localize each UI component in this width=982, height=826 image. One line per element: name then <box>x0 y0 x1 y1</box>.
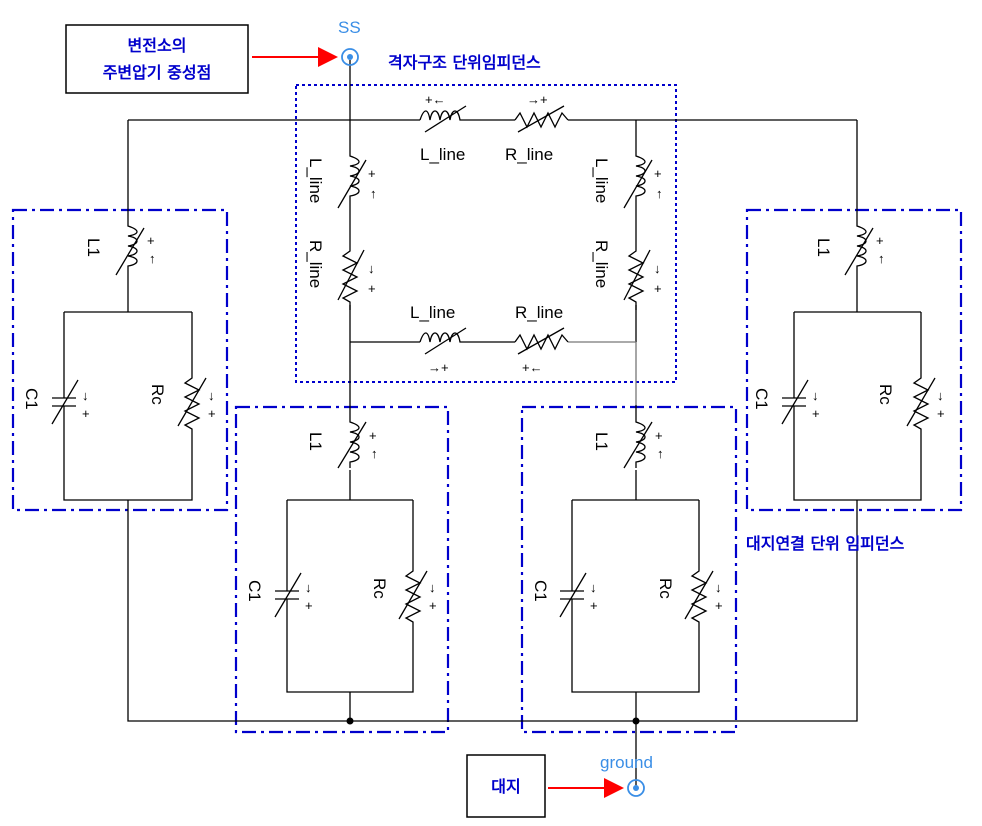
center-left-l1-inductor: + ↑ <box>337 418 378 469</box>
svg-text:↑: ↑ <box>371 446 378 461</box>
earth-label-box <box>466 754 546 818</box>
svg-text:+: + <box>208 406 216 421</box>
grid-bottom-resistor-label: R_line <box>515 303 563 322</box>
grid-top-resistor: →+ <box>514 92 569 133</box>
right-c1-label: C1 <box>752 388 771 410</box>
svg-text:↑: ↑ <box>149 251 156 266</box>
svg-text:+: + <box>82 406 90 421</box>
center-right-rc-label: Rc <box>656 578 675 599</box>
right-l1-label: L1 <box>814 238 833 257</box>
center-right-l1-label: L1 <box>592 432 611 451</box>
center-left-rc-resistor: ↓ + <box>398 565 437 625</box>
earth-unit-box-left <box>11 208 229 512</box>
svg-text:→+: →+ <box>527 92 548 107</box>
svg-text:+←: +← <box>522 360 543 375</box>
substation-label-box <box>65 24 249 94</box>
grid-impedance-title: 격자구조 단위임피던스 <box>388 53 541 72</box>
ground-node[interactable] <box>627 779 645 797</box>
grid-bottom-inductor-label: L_line <box>410 303 455 322</box>
center-left-c1-capacitor: ↓ + <box>274 565 313 625</box>
svg-text:+: + <box>812 406 820 421</box>
right-rc-resistor: ↓ + <box>906 372 945 432</box>
grid-top-inductor: +← <box>419 92 470 133</box>
svg-text:+: + <box>876 233 884 248</box>
earth-unit-box-center-right <box>520 405 738 734</box>
ground-node-label: ground <box>600 753 653 772</box>
svg-text:+: + <box>369 428 377 443</box>
center-right-l1-inductor: + ↑ <box>623 418 664 469</box>
grid-top-resistor-label: R_line <box>505 145 553 164</box>
left-c1-capacitor: ↓ + <box>51 372 90 432</box>
svg-text:+: + <box>715 598 723 613</box>
right-l1-inductor: + ↑ <box>844 222 885 278</box>
grid-impedance-box <box>295 84 677 383</box>
svg-text:↓: ↓ <box>590 580 597 595</box>
svg-text:↓: ↓ <box>937 388 944 403</box>
svg-text:↑: ↑ <box>370 186 377 201</box>
svg-text:→+: →+ <box>428 360 449 375</box>
substation-label-line2: 주변압기 중성점 <box>103 63 212 82</box>
svg-text:↓: ↓ <box>82 388 89 403</box>
junction-dot <box>346 717 354 725</box>
right-c1-capacitor: ↓ + <box>781 372 820 432</box>
grid-right-inductor-label: L_line <box>592 158 611 203</box>
center-right-c1-label: C1 <box>531 580 550 602</box>
svg-text:↓: ↓ <box>715 580 722 595</box>
svg-text:↓: ↓ <box>305 580 312 595</box>
grid-right-resistor: ↓ + <box>623 245 662 310</box>
svg-text:+: + <box>590 598 598 613</box>
svg-text:↓: ↓ <box>368 261 375 276</box>
left-l1-inductor: + ↑ <box>115 222 156 278</box>
svg-text:+: + <box>937 406 945 421</box>
svg-text:↓: ↓ <box>208 388 215 403</box>
svg-text:↓: ↓ <box>654 261 661 276</box>
svg-text:+: + <box>655 428 663 443</box>
left-rc-resistor: ↓ + <box>177 372 216 432</box>
center-right-c1-capacitor: ↓ + <box>559 565 598 625</box>
svg-text:+: + <box>654 166 662 181</box>
svg-text:↑: ↑ <box>656 186 663 201</box>
substation-label-line1: 변전소의 <box>128 36 187 55</box>
grid-right-inductor: + ↑ <box>623 150 663 213</box>
left-c1-label: C1 <box>22 388 41 410</box>
svg-text:+: + <box>368 281 376 296</box>
grid-top-inductor-label: L_line <box>420 145 465 164</box>
center-right-rc-resistor: ↓ + <box>684 565 723 625</box>
earth-impedance-title: 대지연결 단위 임피던스 <box>746 534 905 553</box>
right-rc-label: Rc <box>876 384 895 405</box>
svg-text:+: + <box>429 598 437 613</box>
grid-left-inductor-label: L_line <box>306 158 325 203</box>
svg-text:↓: ↓ <box>429 580 436 595</box>
svg-text:↓: ↓ <box>812 388 819 403</box>
svg-text:+: + <box>147 233 155 248</box>
svg-text:+←: +← <box>425 92 446 107</box>
svg-text:↑: ↑ <box>878 251 885 266</box>
ss-node[interactable] <box>341 48 359 66</box>
wiring <box>63 60 922 786</box>
left-rc-label: Rc <box>148 384 167 405</box>
center-left-rc-label: Rc <box>370 578 389 599</box>
svg-text:+: + <box>654 281 662 296</box>
svg-text:↑: ↑ <box>657 446 664 461</box>
grid-right-resistor-label: R_line <box>592 240 611 288</box>
left-l1-label: L1 <box>84 238 103 257</box>
center-left-c1-label: C1 <box>245 580 264 602</box>
svg-text:+: + <box>305 598 313 613</box>
earth-unit-box-center-left <box>234 405 450 734</box>
grid-left-resistor-label: R_line <box>306 240 325 288</box>
grid-bottom-resistor: +← <box>514 327 569 375</box>
junction-dot <box>632 717 640 725</box>
svg-text:+: + <box>368 166 376 181</box>
grid-left-resistor: ↓ + <box>337 245 376 310</box>
center-left-l1-label: L1 <box>306 432 325 451</box>
grid-left-inductor: + ↑ <box>337 150 377 213</box>
grid-bottom-inductor: →+ <box>419 327 470 375</box>
earth-unit-box-right <box>745 208 963 512</box>
ss-node-label: SS <box>338 18 361 37</box>
earth-label-text: 대지 <box>491 777 520 796</box>
